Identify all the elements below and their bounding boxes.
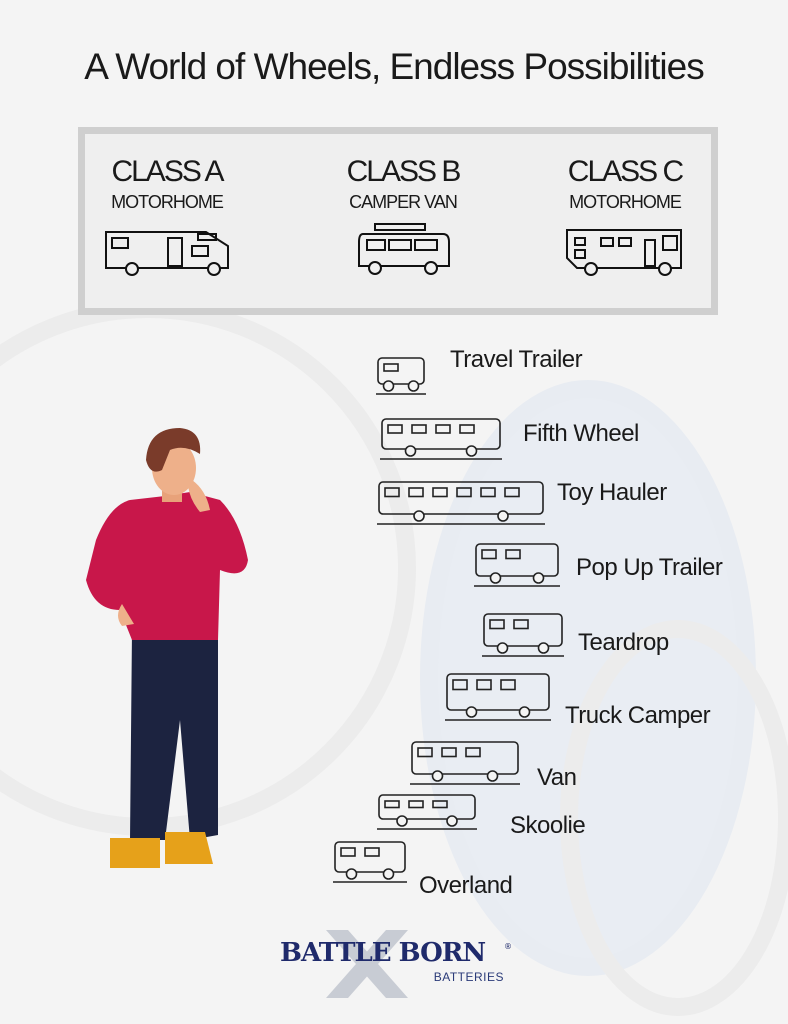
- class-name: CLASS B: [346, 155, 462, 188]
- registered-mark: ®: [504, 942, 512, 951]
- logo-wordmark: BATTLE BORN: [280, 938, 486, 968]
- class-a-column: CLASS A MOTORHOME: [67, 154, 267, 278]
- rv-type-label: Teardrop: [578, 629, 669, 656]
- rv-type-label: Travel Trailer: [450, 346, 583, 373]
- toy-hauler-icon: [377, 481, 545, 525]
- page-title: A World of Wheels, Endless Possibilities: [84, 46, 704, 87]
- class-c-column: CLASS C MOTORHOME: [525, 154, 725, 278]
- class-name: CLASS A: [111, 155, 224, 188]
- rv-type-label: Overland: [419, 872, 513, 899]
- class-c-motorhome-icon: [566, 229, 682, 276]
- school-bus-icon: [377, 794, 477, 830]
- rv-type-label: Truck Camper: [565, 702, 711, 729]
- rv-type-label: Pop Up Trailer: [576, 554, 723, 581]
- fifth-wheel-icon: [380, 418, 502, 460]
- class-subtitle: MOTORHOME: [111, 192, 224, 212]
- logo-x-mark: [326, 930, 408, 998]
- battle-born-logo: BATTLE BORN ® BATTERIES: [278, 930, 518, 1000]
- travel-trailer-icon: [376, 357, 426, 395]
- rv-type-label: Van: [537, 764, 577, 791]
- van-icon: [410, 741, 520, 785]
- class-a-motorhome-icon: [105, 231, 229, 276]
- pop-up-trailer-icon: [474, 543, 560, 587]
- class-b-column: CLASS B CAMPER VAN: [303, 154, 503, 278]
- truck-camper-icon: [445, 673, 551, 721]
- class-subtitle: CAMPER VAN: [349, 192, 458, 212]
- rv-type-label: Fifth Wheel: [523, 420, 639, 447]
- teardrop-trailer-icon: [482, 613, 564, 657]
- thinking-person-illustration: [86, 428, 248, 868]
- rv-type-label: Toy Hauler: [557, 479, 667, 506]
- motorhome-classes-panel: CLASS A MOTORHOME CLASS B CAMPER VAN CLA…: [78, 127, 718, 315]
- logo-subtitle: BATTERIES: [433, 970, 504, 984]
- overland-jeep-icon: [333, 841, 407, 883]
- rv-type-label: Skoolie: [510, 812, 586, 839]
- camper-van-icon: [358, 223, 450, 275]
- class-name: CLASS C: [567, 155, 684, 188]
- class-subtitle: MOTORHOME: [569, 192, 682, 212]
- background-swirl: [560, 620, 788, 1016]
